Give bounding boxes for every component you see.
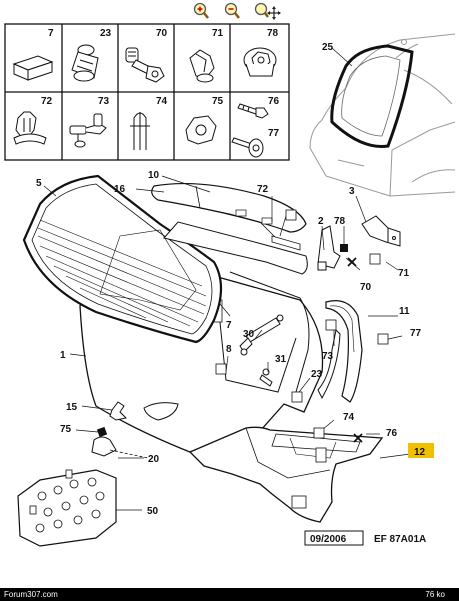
diagram-reference: EF 87A01A — [374, 534, 426, 545]
parts-diagram: 7 23 70 71 78 72 73 74 75 76 77 — [4, 23, 456, 547]
callout-20: 20 — [148, 454, 160, 465]
zoom-pan-icon[interactable] — [253, 1, 281, 21]
legend-cell-71-label: 71 — [212, 28, 224, 39]
rear-window-seal-outline — [330, 44, 414, 148]
callout-75: 75 — [60, 424, 72, 435]
callout-76: 76 — [386, 428, 398, 439]
rear-glass — [22, 174, 223, 344]
nut-78-marker — [340, 244, 348, 252]
callout-31: 31 — [275, 354, 287, 365]
screw-76-x-marker — [353, 433, 363, 443]
captive-nut-part-icon — [243, 47, 277, 77]
plug-clip-part-icon — [189, 49, 215, 83]
callout-11: 11 — [399, 306, 410, 317]
legend-cell-76-label: 76 — [268, 96, 280, 107]
callout-25: 25 — [322, 42, 334, 53]
gas-strut — [239, 314, 284, 356]
legend-cell-73-label: 73 — [98, 96, 110, 107]
callout-2: 2 — [318, 216, 324, 227]
spoiler — [151, 182, 308, 275]
fastener-kit-bag — [17, 469, 117, 547]
callout-16: 16 — [114, 184, 126, 195]
hinge-bracket — [361, 215, 401, 247]
legend-cell-78-label: 78 — [267, 28, 279, 39]
callout-3: 3 — [349, 186, 355, 197]
callout-12[interactable]: 12 — [414, 447, 426, 458]
callout-15: 15 — [66, 402, 78, 413]
callout-72: 72 — [257, 184, 269, 195]
callout-78: 78 — [334, 216, 346, 227]
lower-trim-panel — [188, 426, 384, 523]
hinge — [317, 225, 341, 271]
push-clip-part-icon — [13, 111, 47, 145]
revision-date: 09/2006 — [310, 534, 347, 545]
washer-part-icon — [185, 115, 217, 145]
status-footer: Forum307.com 76 ko — [0, 588, 459, 601]
legend-cell-74-label: 74 — [156, 96, 168, 107]
callout-30: 30 — [243, 329, 255, 340]
legend-cell-77-label: 77 — [268, 128, 280, 139]
callout-8: 8 — [226, 344, 232, 355]
leader-lines — [43, 47, 411, 511]
tailgate-strip — [317, 328, 341, 400]
legend-cell-7-label: 7 — [48, 28, 54, 39]
ball-stud — [259, 368, 273, 387]
date-stamp-box — [304, 530, 364, 546]
side-trim — [325, 300, 363, 403]
fastener-legend-grid: 7 23 70 71 78 72 73 74 75 76 77 — [4, 23, 290, 161]
screw-70-x-marker — [347, 257, 357, 267]
legend-cell-75-label: 75 — [212, 96, 224, 107]
toolbar — [0, 0, 459, 22]
callout-23: 23 — [311, 369, 323, 380]
pad-part-icon — [12, 55, 54, 81]
callout-7: 7 — [226, 320, 232, 331]
site-name: Forum307.com — [4, 590, 58, 599]
flange-screw-part-icon — [231, 137, 264, 158]
legend-cell-70-label: 70 — [156, 28, 168, 39]
callout-5: 5 — [36, 178, 42, 189]
fir-tree-clip-part-icon — [69, 113, 107, 148]
file-size: 76 ko — [425, 590, 445, 599]
reference-markers — [215, 209, 389, 439]
stud-nut-part-icon — [125, 47, 165, 83]
spoiler-bracket — [271, 235, 301, 251]
rivet-part-icon — [71, 44, 99, 82]
callout-70: 70 — [360, 282, 372, 293]
screw-part-icon — [237, 103, 269, 119]
callout-1: 1 — [60, 350, 66, 361]
car-rear-view — [309, 33, 456, 197]
rear-window-inner-edge — [341, 55, 401, 137]
legend-cell-72-label: 72 — [41, 96, 53, 107]
highlighted-part-12-box[interactable] — [408, 443, 434, 458]
callout-74: 74 — [343, 412, 355, 423]
spring-clip-part-icon — [130, 112, 150, 150]
lion-badge — [109, 401, 128, 421]
callout-71: 71 — [398, 268, 410, 279]
callout-50: 50 — [147, 506, 159, 517]
zoom-in-icon[interactable] — [191, 1, 211, 21]
zoom-out-icon[interactable] — [222, 1, 242, 21]
legend-cell-23-label: 23 — [100, 28, 112, 39]
callout-10: 10 — [148, 170, 160, 181]
clip-75-marker — [96, 426, 108, 438]
tailgate-handle-trim — [91, 436, 149, 459]
callout-73: 73 — [322, 351, 334, 362]
callout-77: 77 — [410, 328, 422, 339]
